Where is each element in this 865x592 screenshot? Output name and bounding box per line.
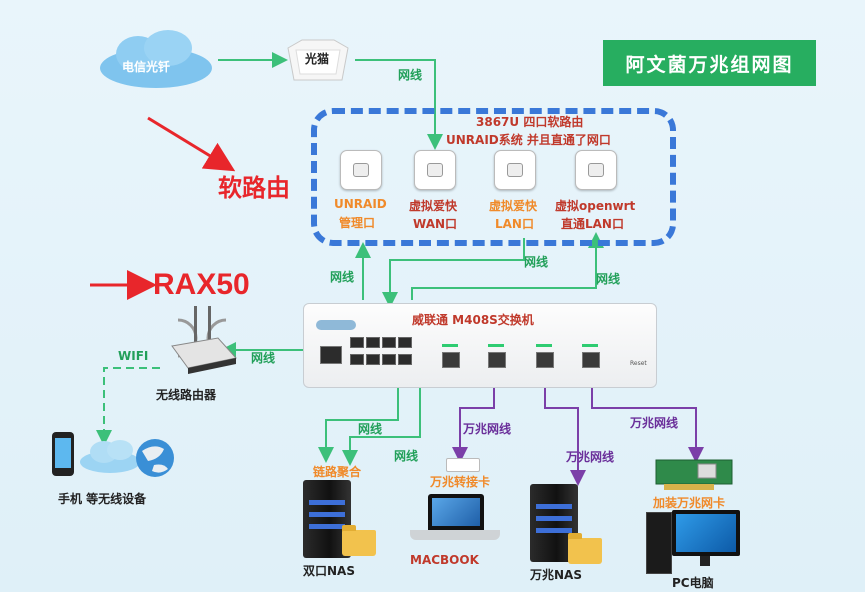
switch-label: 威联通 M408S交换机 [412,313,534,327]
wireless-router-icon [171,306,237,374]
cable-label-3: 网线 [524,255,549,269]
tengig-cable-label-3: 万兆网线 [630,416,679,430]
line-switch-openwrt [411,232,604,300]
cable-label-1: 网线 [398,68,423,82]
port4-label-b: 直通LAN口 [561,217,624,231]
pc-monitor [672,510,740,556]
cable-label-5: 网线 [251,351,276,365]
nic-label: 加装万兆网卡 [653,496,726,510]
cable-label-6: 网线 [358,422,383,436]
cable-label-4: 网线 [596,272,621,286]
optical-modem-icon [287,39,349,81]
tengig-nas-label: 万兆NAS [530,568,582,582]
wireless-router-label: 无线路由器 [156,388,217,402]
nic-card-icon [655,459,733,490]
router-port-icon [414,150,456,190]
soft-router-label: 软路由 [218,174,290,202]
rax50-label: RAX50 [153,268,250,301]
folder-icon [568,533,602,564]
wireless-devices-label: 手机 等无线设备 [58,492,147,506]
adapter-icon [446,458,480,472]
line-tengig-pc [591,375,704,463]
cable-label-7: 网线 [394,449,419,463]
switch-badge [316,320,356,330]
tengig-cable-label-2: 万兆网线 [566,450,615,464]
globe-icon [136,439,174,477]
router-desc-2: UNRAID系统 并且直通了网口 [446,133,611,147]
switch-icon: Reset [303,303,657,388]
router-port-icon [340,150,382,190]
page-title: 阿文菌万兆组网图 [603,40,816,86]
folder-icon [342,525,376,556]
pc-monitor-stand [700,556,710,566]
port4-label-a: 虚拟openwrt [555,199,636,213]
link-agg-label: 链路聚合 [313,465,362,479]
port1-label-b: 管理口 [339,216,376,230]
pc-icon [646,512,672,574]
port1-label-a: UNRAID [334,197,387,211]
wifi-label: WIFI [118,349,149,363]
macbook-label: MACBOOK [410,553,479,567]
laptop-icon [428,494,484,530]
console-port [320,346,342,364]
telecom-fiber-label: 电信光钎 [122,60,171,74]
dual-nas-label: 双口NAS [303,564,355,578]
line-wifi-devices [96,367,160,446]
optical-modem-label: 光猫 [305,52,330,66]
line-switch-nas-2 [342,375,421,466]
line-lan-switch [382,238,525,308]
cloud-icon [100,30,212,88]
line-tengig-nas [544,375,586,486]
router-port-icon [494,150,536,190]
phone-icon [52,432,74,476]
cable-label-2: 网线 [330,270,355,284]
line-tengig-adapter [452,375,495,463]
switch-reset-label: Reset [630,360,647,367]
adapter-label: 万兆转接卡 [430,475,491,489]
cloud-icon [80,440,140,473]
pc-label: PC电脑 [672,576,714,590]
laptop-base [410,530,500,540]
soft-router-box [311,108,676,246]
port2-label-a: 虚拟爱快 [409,199,458,213]
tengig-cable-label-1: 万兆网线 [463,422,512,436]
port3-label-b: LAN口 [495,217,534,231]
line-modem-wan [355,59,443,150]
port2-label-b: WAN口 [413,217,458,231]
port3-label-a: 虚拟爱快 [489,199,538,213]
router-port-icon [575,150,617,190]
arrow-soft-router [147,116,236,172]
router-desc-1: 3867U 四口软路由 [476,115,584,129]
line-switch-nas-1 [318,375,399,463]
